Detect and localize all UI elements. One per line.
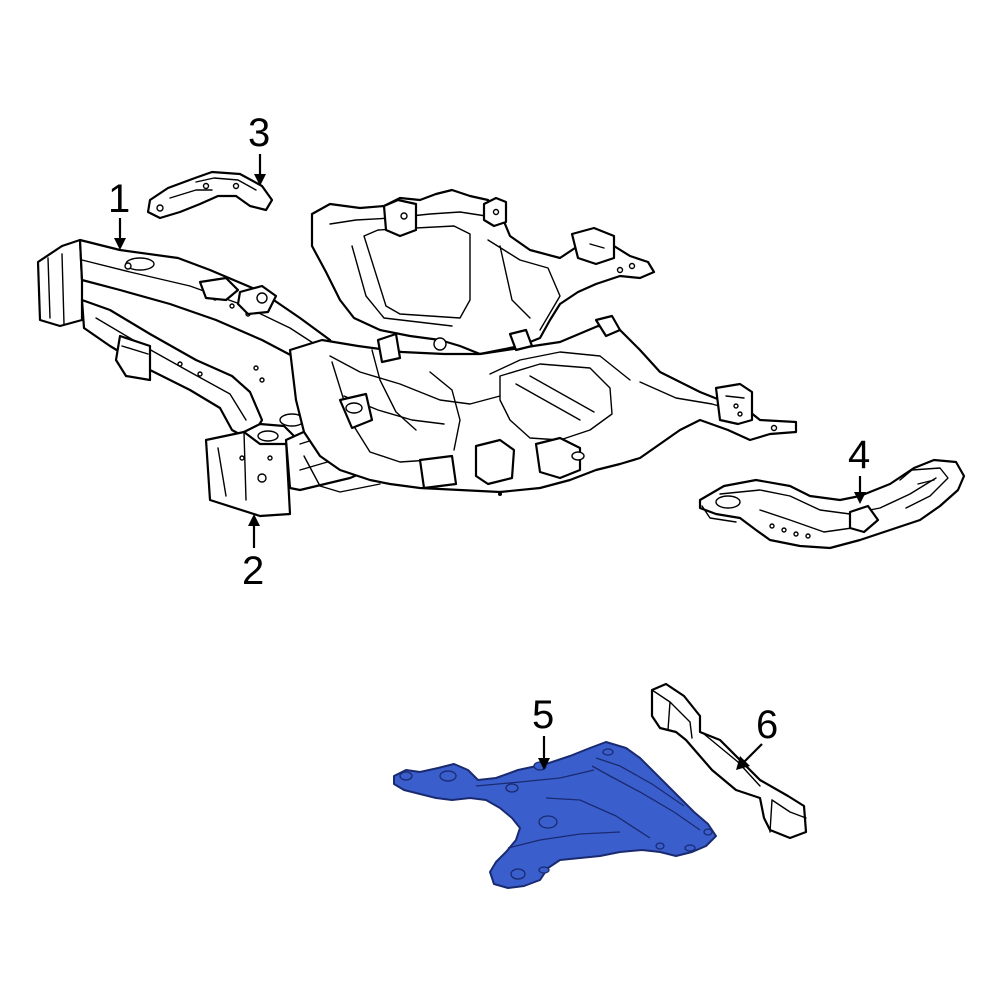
callout-5: 5: [532, 693, 554, 770]
callout-label-2: 2: [242, 549, 264, 593]
main-subframe[interactable]: [288, 188, 798, 496]
callout-2: 2: [242, 514, 264, 593]
callout-label-1: 1: [108, 177, 130, 221]
callout-label-4: 4: [848, 433, 870, 477]
callout-label-5: 5: [532, 693, 554, 737]
callout-3: 3: [248, 111, 270, 186]
part-3-bracket[interactable]: [146, 170, 274, 220]
callout-label-3: 3: [248, 111, 270, 155]
callout-4: 4: [848, 433, 870, 504]
callout-6: 6: [736, 703, 778, 770]
part-4-rear-bracket[interactable]: [698, 458, 966, 550]
callout-1: 1: [108, 177, 130, 250]
part-5-underbody-shield[interactable]: [393, 741, 717, 889]
callout-label-6: 6: [756, 703, 778, 747]
part-1-side-rail[interactable]: [36, 238, 342, 442]
part-6-cross-brace[interactable]: [650, 682, 808, 840]
